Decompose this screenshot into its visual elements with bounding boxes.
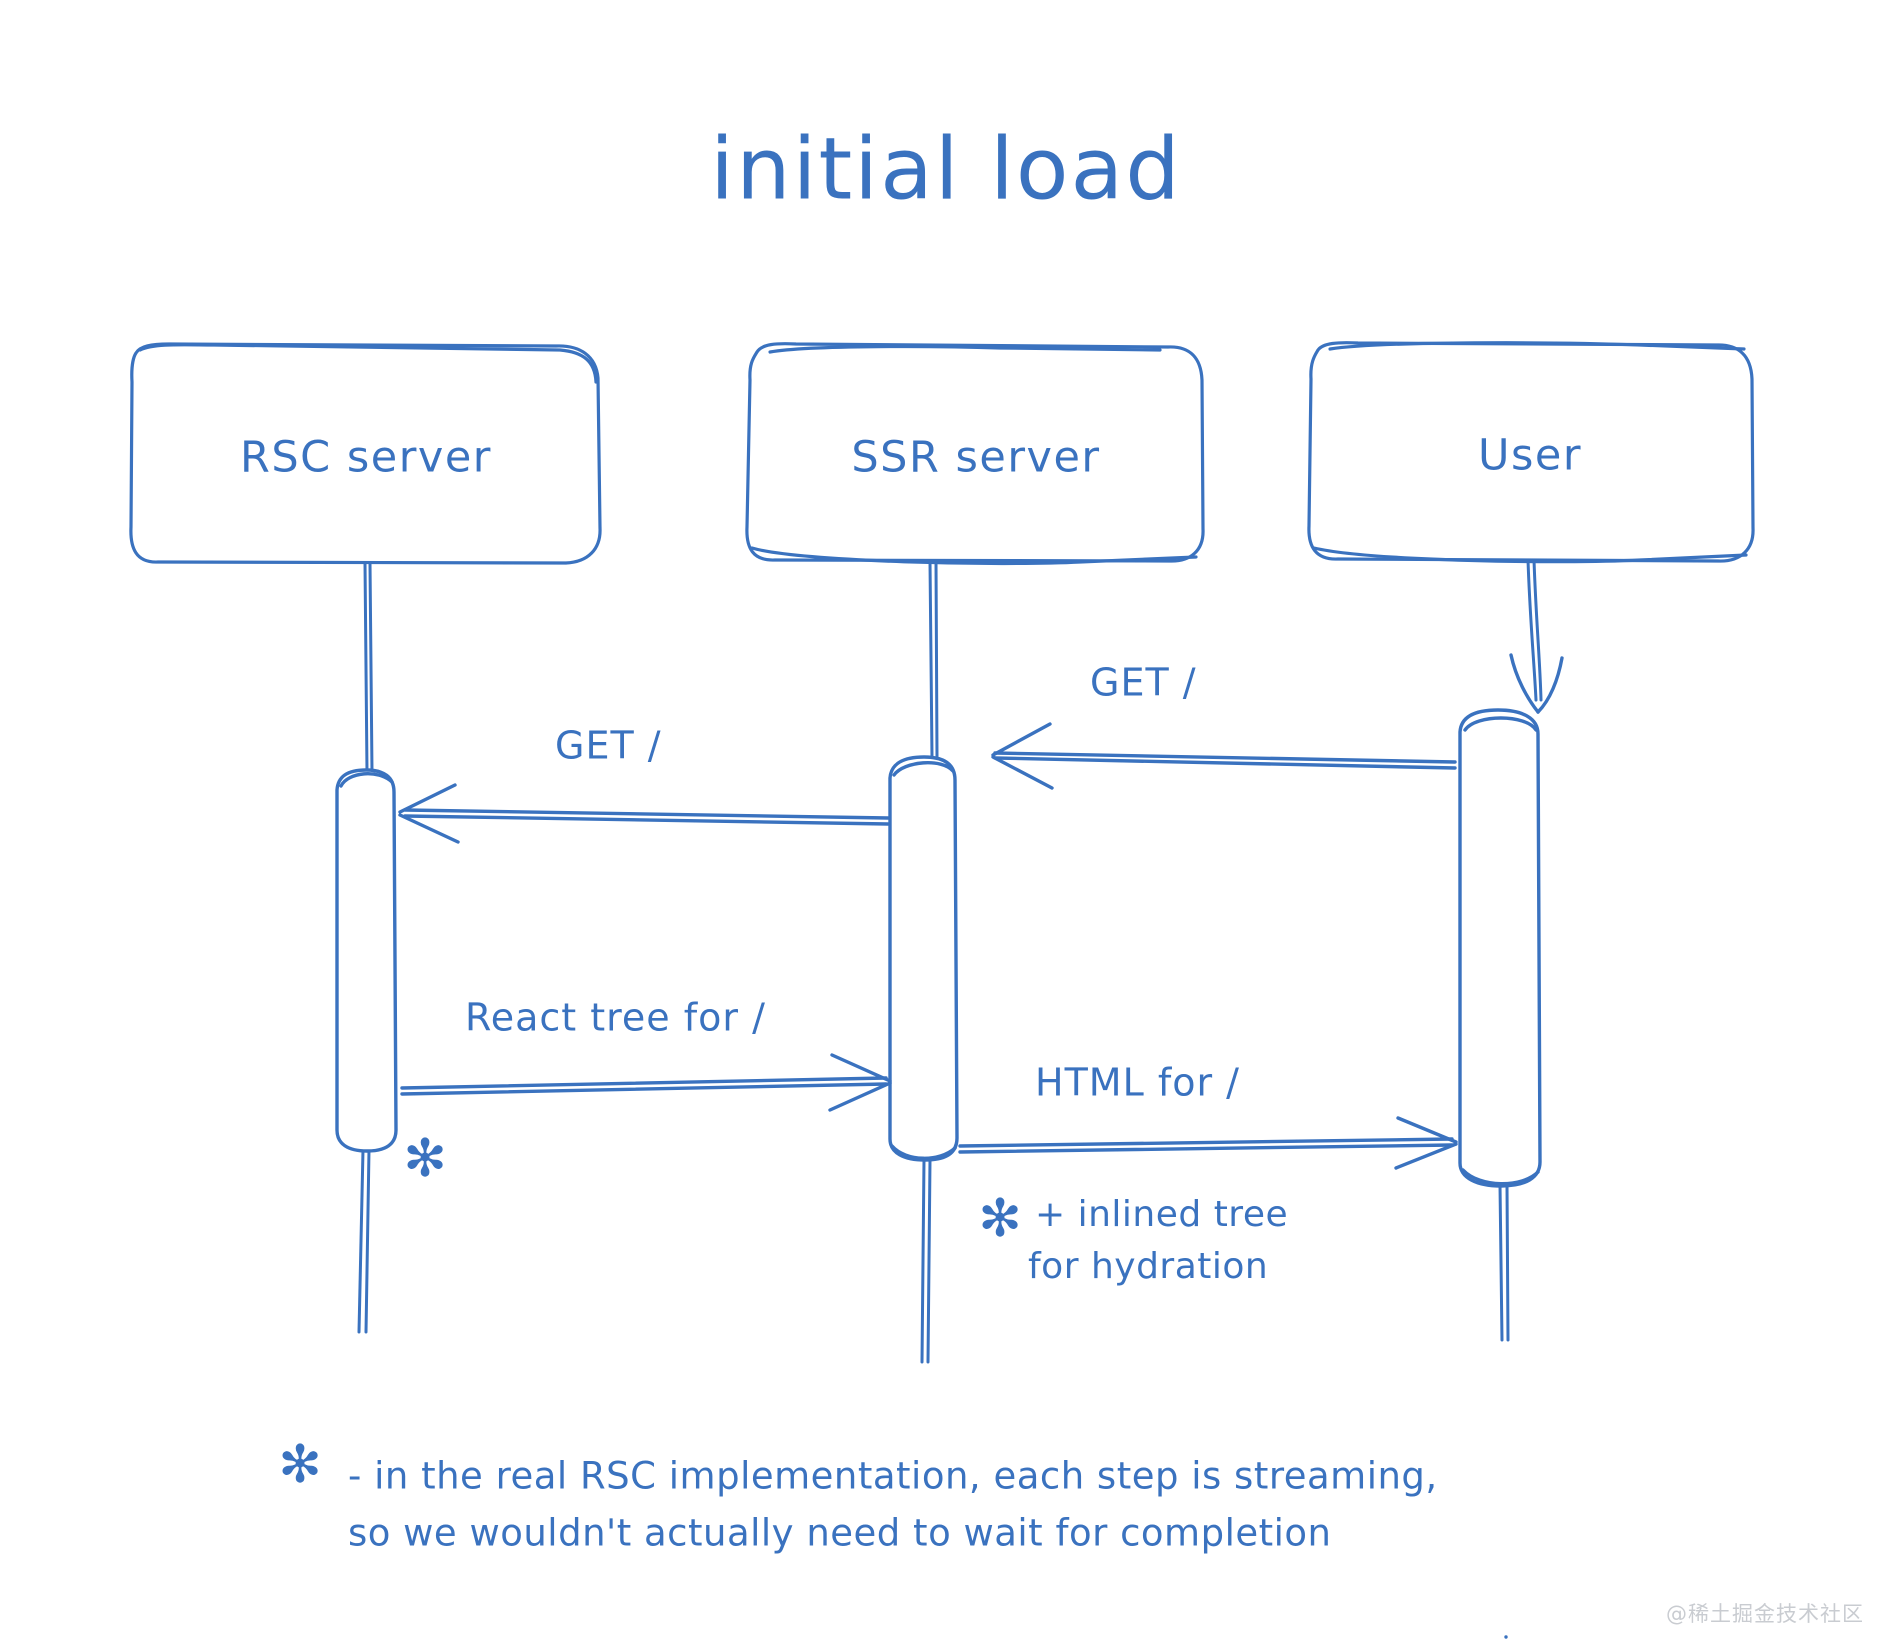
message-arrowhead-4-top <box>1396 1116 1458 1144</box>
diagram-title: initial load <box>710 119 1182 219</box>
message-line-2b <box>403 814 890 826</box>
activation-bar-rsc-server <box>335 768 398 1153</box>
message-arrowhead-2-bottom <box>398 813 460 844</box>
lifeline-rsc-lower-b <box>364 1148 371 1334</box>
message-html-ssr-to-user[interactable]: HTML for / <box>958 1061 1458 1170</box>
ssr-box-outline <box>745 342 1205 563</box>
message-label-1: GET / <box>1090 661 1197 705</box>
message-get-ssr-to-rsc[interactable]: GET / <box>398 724 890 844</box>
footnote-line-1: - in the real RSC implementation, each s… <box>348 1455 1438 1498</box>
lifeline-rsc-lower <box>357 1148 365 1334</box>
lifeline-ssr-upper-b <box>934 560 939 759</box>
footnote: ✻ - in the real RSC implementation, each… <box>278 1435 1437 1555</box>
message-arrowhead-3-bottom <box>828 1081 892 1112</box>
message-line-3b <box>400 1082 888 1096</box>
rsc-activation-overstroke <box>339 772 394 788</box>
lifeline-rsc-upper <box>363 561 369 774</box>
ssr-box-bottom-overstroke <box>750 546 1198 566</box>
message-line-4a <box>958 1137 1454 1148</box>
lifeline-user-upper <box>1526 558 1538 702</box>
user-box-outline-overstroke <box>1328 341 1746 351</box>
user-activation-bottom-overstroke <box>1461 1168 1540 1186</box>
asterisk-mark-footnote: ✻ <box>278 1435 322 1495</box>
ssr-activation-overstroke <box>892 761 955 777</box>
actor-box-ssr-server[interactable]: SSR server <box>745 342 1205 566</box>
rsc-activation <box>335 768 398 1153</box>
message-label-4: HTML for / <box>1035 1061 1240 1105</box>
ssr-activation <box>888 755 959 1162</box>
user-arrowhead-right <box>1536 656 1564 714</box>
asterisk-mark-rsc: ✻ <box>403 1129 447 1189</box>
activation-bar-ssr-server <box>888 755 959 1162</box>
lifeline-user-lower <box>1498 1183 1504 1342</box>
ssr-activation-bottom-overstroke <box>890 1144 957 1160</box>
user-box-bottom-overstroke <box>1312 546 1748 564</box>
message-arrowhead-4-bottom <box>1394 1142 1458 1170</box>
lifeline-user-upper-b <box>1532 558 1543 702</box>
message-label-3: React tree for / <box>465 996 766 1040</box>
lifeline-ssr-lower <box>920 1158 926 1364</box>
message-arrowhead-3-top <box>830 1053 892 1083</box>
activation-bar-user <box>1458 708 1542 1188</box>
rsc-box-outline-overstroke <box>138 343 598 384</box>
lifeline-rsc-upper-b <box>368 561 374 774</box>
note-inlined-tree-hydration: ✻ + inlined tree for hydration <box>978 1189 1288 1287</box>
note-line-1: + inlined tree <box>1035 1194 1288 1235</box>
message-line-1b <box>993 756 1457 770</box>
message-get-user-to-ssr[interactable]: GET / <box>991 661 1457 790</box>
message-react-tree-rsc-to-ssr[interactable]: React tree for / <box>400 996 892 1112</box>
user-arrowhead-left <box>1509 653 1540 714</box>
message-line-1a <box>993 751 1457 764</box>
actor-box-user[interactable]: User <box>1307 341 1755 564</box>
asterisk-mark-note: ✻ <box>978 1189 1022 1249</box>
user-activation-overstroke <box>1463 716 1538 732</box>
actor-box-rsc-server[interactable]: RSC server <box>129 342 602 565</box>
actor-label-ssr-server: SSR server <box>851 433 1100 483</box>
message-arrowhead-1-bottom <box>991 755 1054 790</box>
lifeline-ssr-upper <box>928 560 934 759</box>
actor-label-user: User <box>1478 431 1582 481</box>
note-line-2: for hydration <box>1028 1246 1268 1287</box>
message-label-2: GET / <box>555 724 662 768</box>
lifeline-ssr-lower-b <box>926 1158 932 1364</box>
message-arrowhead-2-top <box>398 783 457 814</box>
actor-label-rsc-server: RSC server <box>240 433 492 483</box>
user-activation <box>1458 708 1542 1188</box>
user-box-outline <box>1307 341 1755 563</box>
lifeline-ssr-server <box>920 560 939 1364</box>
ssr-box-outline-overstroke <box>768 344 1162 354</box>
message-arrowhead-1-top <box>991 722 1052 757</box>
message-line-2a <box>403 808 890 820</box>
message-line-4b <box>958 1143 1454 1154</box>
watermark: @稀土掘金技术社区 <box>1666 1602 1864 1626</box>
lifeline-user <box>1498 558 1564 1639</box>
footnote-line-2: so we wouldn't actually need to wait for… <box>348 1512 1332 1555</box>
message-line-3a <box>400 1076 888 1090</box>
lifeline-rsc-server <box>357 561 374 1334</box>
lifeline-user-lower-b <box>1505 1183 1510 1342</box>
